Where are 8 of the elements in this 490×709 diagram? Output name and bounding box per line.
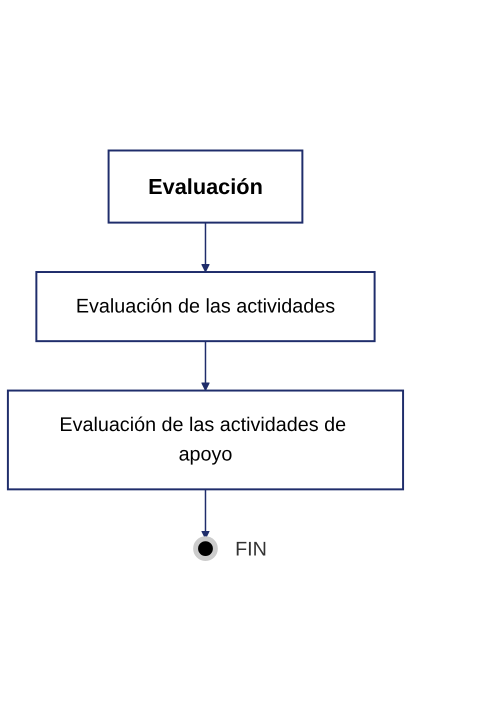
node-circle [193,536,218,561]
arrow [201,222,210,272]
node-box: Evaluación [108,150,304,224]
node-box: Evaluación de las actividades de apoyo [6,390,404,490]
arrow [201,489,210,540]
node-caption: FIN [235,538,267,561]
node-box: Evaluación de las actividades [35,271,376,342]
arrow [201,341,210,391]
